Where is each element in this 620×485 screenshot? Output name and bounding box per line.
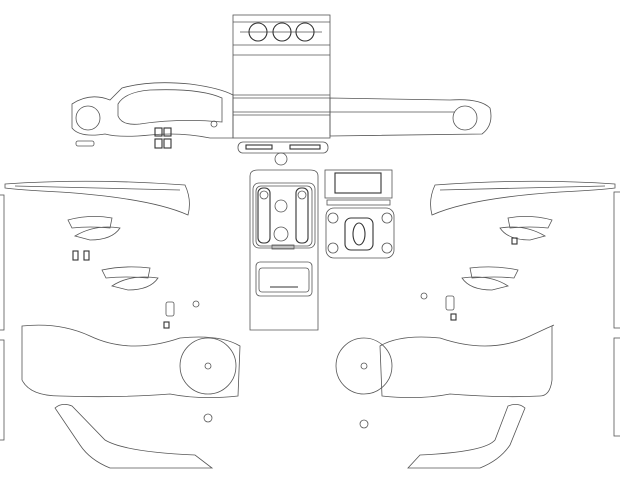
center-console xyxy=(249,169,319,331)
door-panel-left xyxy=(21,324,241,398)
lower-trim-left xyxy=(54,404,214,469)
speaker-left xyxy=(179,337,237,395)
dashboard xyxy=(71,82,492,139)
control-panel xyxy=(325,207,395,259)
center-vents xyxy=(237,141,329,166)
right-side-parts xyxy=(335,180,620,469)
door-top-trim-left xyxy=(4,180,190,216)
vent-right xyxy=(452,105,478,131)
small-switches xyxy=(75,127,172,149)
gauge-right xyxy=(295,22,315,42)
door-handle-left xyxy=(67,216,113,229)
door-handle-left-rear xyxy=(101,266,151,279)
left-side-parts xyxy=(0,180,241,469)
gauge-left xyxy=(248,22,268,42)
vent-left xyxy=(75,105,101,131)
gauge-center xyxy=(272,22,292,42)
center-stack-upper xyxy=(232,14,331,139)
infotainment-screen xyxy=(324,169,393,206)
